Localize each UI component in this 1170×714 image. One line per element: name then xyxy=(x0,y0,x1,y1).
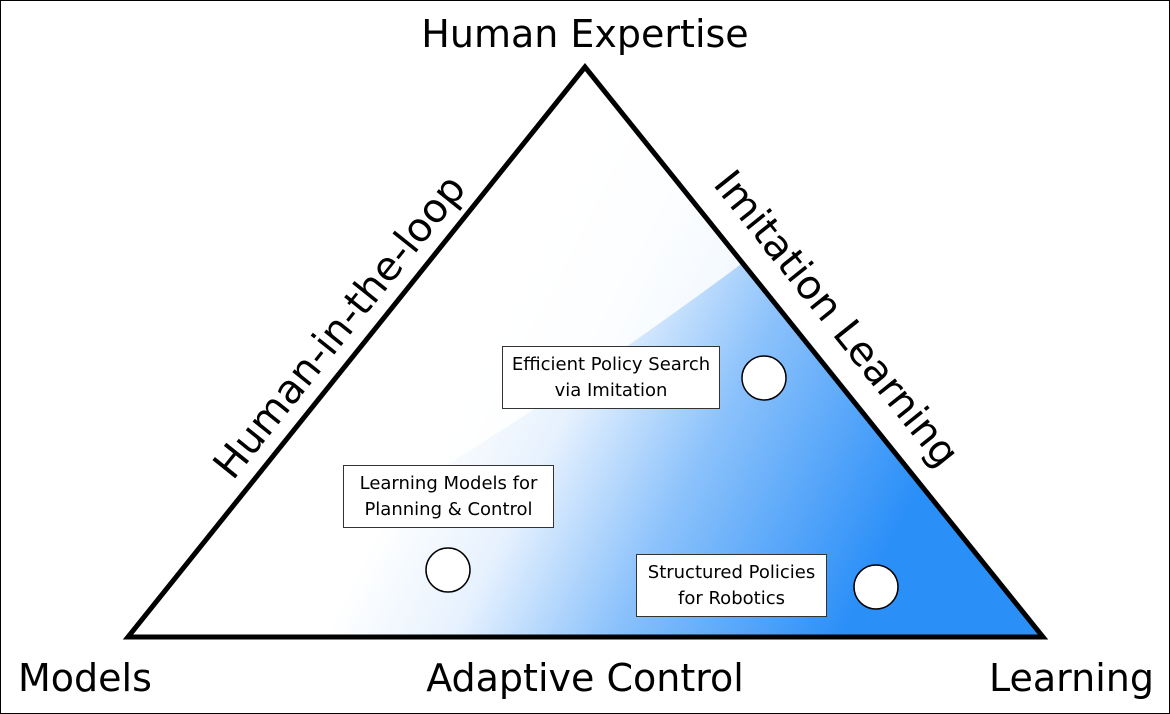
project-box-structured-policies: Structured Policies for Robotics xyxy=(636,554,827,617)
vertex-right-label: Learning xyxy=(989,656,1154,700)
marker-spr xyxy=(853,564,899,610)
project-box-line: Planning & Control xyxy=(364,499,533,520)
project-box-efficient-policy-search: Efficient Policy Search via Imitation xyxy=(502,346,720,409)
vertex-top-label: Human Expertise xyxy=(421,12,748,56)
edge-bottom-label: Adaptive Control xyxy=(426,656,744,700)
project-box-line: via Imitation xyxy=(554,380,668,401)
marker-eps xyxy=(741,355,787,401)
triangle-outline xyxy=(122,63,1049,640)
project-box-line: Learning Models for xyxy=(359,473,538,494)
marker-lmpc xyxy=(425,547,471,593)
project-box-line: for Robotics xyxy=(678,588,785,609)
vertex-left-label: Models xyxy=(18,656,152,700)
project-box-line: Structured Policies xyxy=(647,562,816,583)
project-box-learning-models: Learning Models for Planning & Control xyxy=(343,465,554,528)
triangle-highlight xyxy=(128,67,760,637)
project-box-line: Efficient Policy Search xyxy=(511,354,711,375)
